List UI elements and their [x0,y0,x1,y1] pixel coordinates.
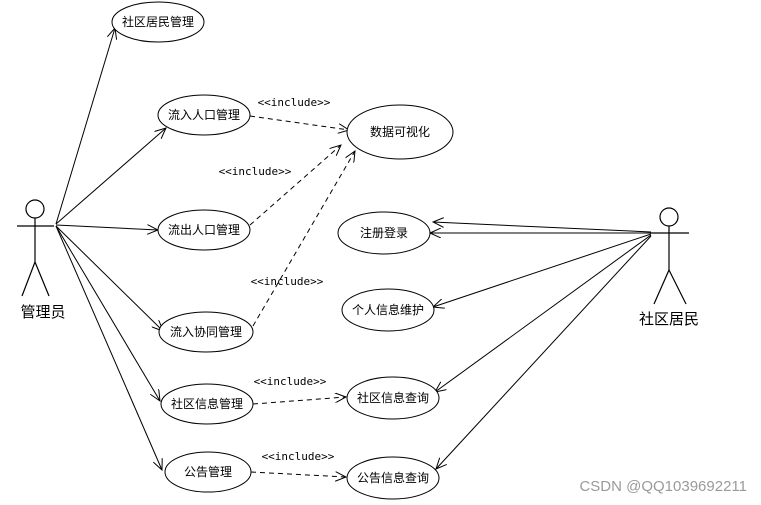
include-inflow-datavis [249,115,349,130]
use-case-register-login[interactable]: 注册登录 [337,211,431,255]
include-info-query [252,397,346,405]
include-relations [249,115,355,477]
include-label-coop: <<include>> [251,275,324,288]
use-case-register-login-label: 注册登录 [360,225,408,240]
include-notice-query [250,472,346,477]
admin-actor[interactable]: 管理员 [17,199,66,321]
assoc-resident-info-query [435,234,652,392]
use-case-coop-mgmt[interactable]: 流入协同管理 [158,311,254,353]
use-case-inflow-mgmt[interactable]: 流入人口管理 [157,94,251,136]
admin-associations [55,28,166,470]
include-label-inflow: <<include>> [258,96,331,109]
assoc-admin-resident-mgmt [55,28,115,225]
admin-actor-label: 管理员 [20,303,65,321]
assoc-admin-notice-mgmt [55,225,162,470]
use-case-notice-query-label: 公告信息查询 [357,470,429,485]
use-case-inflow-mgmt-label: 流入人口管理 [168,107,240,122]
use-case-notice-query[interactable]: 公告信息查询 [346,456,440,500]
use-case-personal-info-label: 个人信息维护 [352,302,424,317]
assoc-resident-personal [433,233,652,307]
include-outflow-datavis [249,145,341,226]
use-case-notice-mgmt-label: 公告管理 [184,464,232,479]
assoc-admin-coop-mgmt [55,225,163,331]
use-case-info-query[interactable]: 社区信息查询 [346,376,440,420]
resident-associations [430,222,652,469]
use-case-resident-mgmt-label: 社区居民管理 [122,14,194,29]
use-case-outflow-mgmt[interactable]: 流出人口管理 [157,209,251,251]
use-case-outflow-mgmt-label: 流出人口管理 [168,222,240,237]
use-case-info-mgmt-label: 社区信息管理 [171,396,243,411]
assoc-resident-register-top [433,222,652,233]
assoc-resident-notice-query [436,235,652,469]
use-case-data-vis-label: 数据可视化 [370,124,430,139]
resident-actor-label: 社区居民 [639,310,699,328]
assoc-admin-outflow-mgmt [55,225,158,230]
use-case-personal-info[interactable]: 个人信息维护 [341,288,435,332]
use-case-resident-mgmt[interactable]: 社区居民管理 [111,1,205,43]
include-coop-datavis [252,151,355,327]
include-label-notice: <<include>> [262,450,335,463]
assoc-admin-info-mgmt [55,225,160,401]
use-case-info-mgmt[interactable]: 社区信息管理 [160,383,254,425]
include-label-info: <<include>> [254,375,327,388]
watermark: CSDN @QQ1039692211 [579,478,747,495]
resident-actor[interactable]: 社区居民 [639,207,699,328]
use-case-notice-mgmt[interactable]: 公告管理 [164,451,252,493]
use-case-data-vis[interactable]: 数据可视化 [346,104,454,160]
use-case-coop-mgmt-label: 流入协同管理 [170,324,242,339]
assoc-admin-inflow-mgmt [55,128,166,225]
include-label-outflow: <<include>> [219,165,292,178]
use-case-info-query-label: 社区信息查询 [357,390,429,405]
